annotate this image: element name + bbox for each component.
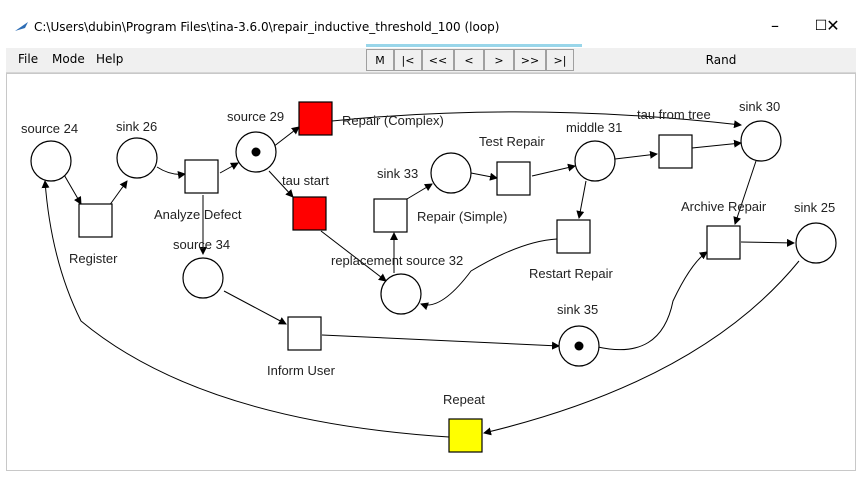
transition-archive-repair[interactable] [706,225,741,260]
rand-button[interactable]: Rand [586,48,856,72]
arc-repairsimple-sink33 [406,183,433,200]
place-sink26[interactable] [116,137,158,179]
arc-source34-informuser [223,290,287,325]
window-title: C:\Users\dubin\Program Files\tina-3.6.0\… [34,20,500,34]
arc-testrepair-middle31 [531,163,576,177]
place-sink25[interactable] [795,222,837,264]
maximize-button[interactable]: ☐ [814,18,828,34]
label-replacement-source32: replacement source 32 [331,253,463,268]
arc-taustart-replacement [320,230,387,282]
arc-repaircomplex-sink30 [331,111,742,129]
menu-help[interactable]: Help [96,52,124,66]
label-register: Register [69,251,118,266]
transition-tau-start[interactable] [292,196,327,231]
arc-middle31-restart [576,180,587,219]
transition-tau-from-tree[interactable] [658,134,693,169]
label-middle31: middle 31 [566,120,622,135]
arc-source29-taustart [268,170,294,198]
arc-register-sink26 [108,180,128,207]
arc-repeat-source24 [41,180,450,438]
label-source34: source 34 [173,237,230,252]
label-tau-start: tau start [282,173,329,188]
back-button[interactable]: < [454,49,484,71]
app-feather-icon [15,22,28,31]
token-source29 [251,147,261,157]
minimize-button[interactable]: – [771,16,779,35]
arc-middle31-taufromtree [614,150,658,160]
place-source24[interactable] [30,140,72,182]
token-sink35 [574,341,584,351]
arc-taufromtree-sink30 [691,139,742,149]
label-sink35: sink 35 [557,302,598,317]
label-tau-from-tree: tau from tree [637,107,711,122]
transition-inform-user[interactable] [287,316,322,351]
arc-source24-register [62,172,82,205]
fast-forward-button[interactable]: >> [514,49,546,71]
arcs [41,111,800,438]
label-restart-repair: Restart Repair [529,266,613,281]
place-sink33[interactable] [430,152,472,194]
label-sink26: sink 26 [116,119,157,134]
place-middle31[interactable] [574,140,616,182]
label-test-repair: Test Repair [479,134,545,149]
transition-restart-repair[interactable] [556,219,591,254]
transitions [78,101,741,453]
stepper-toolbar: M |< << < > >> >| [366,48,574,72]
transition-repair-complex[interactable] [298,101,333,136]
transition-analyze-defect[interactable] [184,159,219,194]
mode-m-button[interactable]: M [366,49,394,71]
fast-back-button[interactable]: << [422,49,454,71]
place-source34[interactable] [182,257,224,299]
transition-test-repair[interactable] [496,161,531,196]
label-archive-repair: Archive Repair [681,199,767,214]
transition-register[interactable] [78,203,113,238]
arc-sink26-analyze [156,166,186,179]
last-step-button[interactable]: >| [546,49,574,71]
label-analyze-defect: Analyze Defect [154,207,242,222]
place-replacement-source32[interactable] [380,273,422,315]
label-repeat: Repeat [443,392,485,407]
arc-sink35-archive [597,251,708,351]
label-repair-complex: Repair (Complex) [342,113,444,128]
petri-net-canvas[interactable]: source 24 sink 26 source 29 source 34 si… [6,73,856,471]
forward-button[interactable]: > [484,49,514,71]
label-sink30: sink 30 [739,99,780,114]
label-sink25: sink 25 [794,200,835,215]
place-sink30[interactable] [740,120,782,162]
label-source24: source 24 [21,121,78,136]
close-button[interactable]: ✕ [826,16,840,35]
menu-mode[interactable]: Mode [52,52,85,66]
transition-repair-simple[interactable] [373,198,408,233]
labels: source 24 sink 26 source 29 source 34 si… [21,99,835,407]
label-source29: source 29 [227,109,284,124]
label-sink33: sink 33 [377,166,418,181]
arc-sink33-testrepair [470,172,498,181]
menu-file[interactable]: File [18,52,39,66]
toolbar-accent-bar [366,44,582,47]
arc-analyze-source29 [219,162,239,174]
arc-restart-replacement [420,238,558,311]
arc-archive-sink25 [740,238,795,247]
title-bar: C:\Users\dubin\Program Files\tina-3.6.0\… [0,0,862,44]
label-repair-simple: Repair (Simple) [417,209,507,224]
transition-repeat[interactable] [448,418,483,453]
first-step-button[interactable]: |< [394,49,422,71]
petri-net-diagram[interactable]: source 24 sink 26 source 29 source 34 si… [7,74,855,470]
arc-sink25-repeat [483,260,800,436]
arc-informuser-sink35 [321,334,560,350]
arc-sink30-archive [733,160,757,225]
label-inform-user: Inform User [267,363,336,378]
arc-source29-repaircomplex [272,126,300,148]
